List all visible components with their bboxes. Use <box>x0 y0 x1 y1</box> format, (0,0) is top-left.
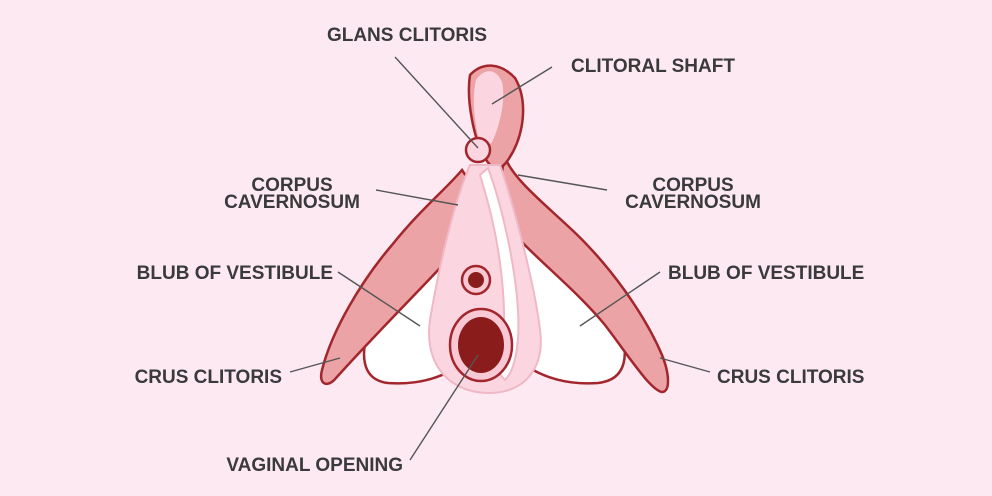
leader-crus-right <box>659 357 711 373</box>
label-vaginal-opening: VAGINAL OPENING <box>226 455 403 476</box>
leader-corpus-right <box>517 174 608 191</box>
leader-vaginal <box>409 354 479 461</box>
label-bulb-of-vestibule-right: BLUB OF VESTIBULE <box>668 263 864 284</box>
leader-glans <box>394 56 479 149</box>
label-bulb-of-vestibule-left: BLUB OF VESTIBULE <box>137 263 333 284</box>
glans-clitoris <box>464 136 492 164</box>
label-crus-clitoris-right: CRUS CLITORIS <box>717 367 864 388</box>
label-corpus-cavernosum-left-line2: CAVERNOSUM <box>224 192 360 213</box>
leader-corpus-left <box>375 189 459 206</box>
clitoral-shaft-highlight <box>473 71 504 147</box>
label-corpus-cavernosum-right-line1: CORPUS <box>652 175 733 196</box>
label-glans-clitoris: GLANS CLITORIS <box>327 25 487 46</box>
leader-crus-left <box>289 357 341 373</box>
label-corpus-cavernosum-left-line1: CORPUS <box>251 175 332 196</box>
vaginal-opening <box>458 317 504 373</box>
label-crus-clitoris-left: CRUS CLITORIS <box>135 367 282 388</box>
leader-bulb-right <box>579 271 661 327</box>
label-clitoral-shaft: CLITORAL SHAFT <box>571 56 735 77</box>
leader-shaft <box>491 66 553 105</box>
urethral-opening <box>468 272 484 288</box>
leader-bulb-left <box>337 271 421 327</box>
label-corpus-cavernosum-right-line2: CAVERNOSUM <box>625 192 761 213</box>
